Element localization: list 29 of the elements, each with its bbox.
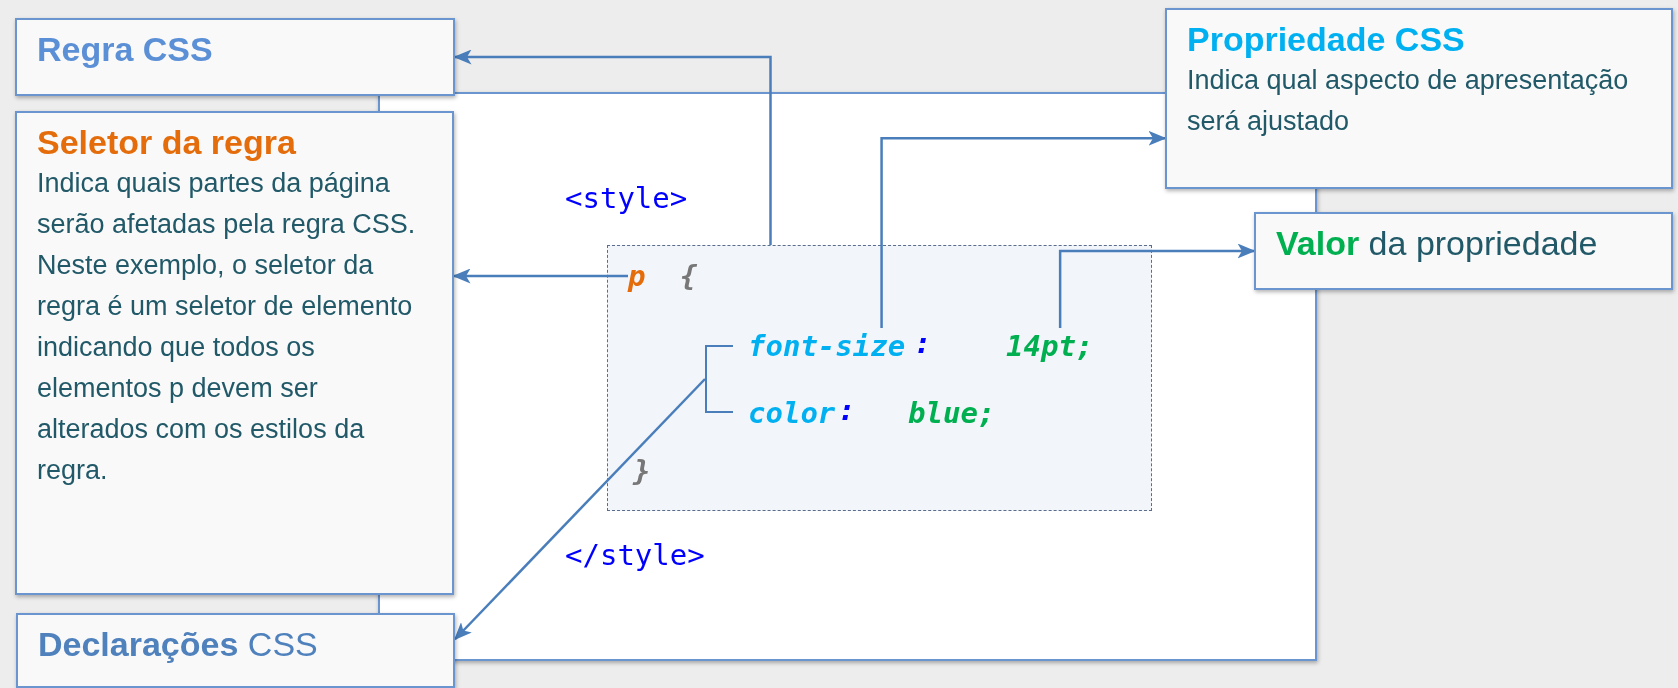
code-brace: { <box>680 258 698 294</box>
code-colon: : <box>914 325 932 361</box>
code-tag: </style> <box>565 537 705 573</box>
leader-line <box>880 130 1167 328</box>
callout-heading: Propriedade CSS <box>1187 19 1466 60</box>
code-text: 14pt; <box>1006 328 1094 364</box>
leader-line <box>453 378 706 641</box>
callout-box <box>16 613 455 688</box>
callout-text: Indica qual aspecto de apresentação será ajustado <box>1187 64 1630 138</box>
callout-box <box>15 18 455 96</box>
leader-line <box>1058 243 1256 328</box>
code-text: color <box>748 395 836 431</box>
code-text: p <box>628 258 646 294</box>
leader-line <box>452 268 628 284</box>
code-text: font-size <box>748 328 906 364</box>
leader-line <box>453 49 772 245</box>
code-brace: } <box>633 453 651 489</box>
callout-box <box>1165 8 1673 189</box>
code-colon: : <box>838 392 856 428</box>
callout-text: Indica quais partes da página serão afetadas pela regra CSS. Neste exemplo, o seletor da regra é um seletor de elemento indicando que todos os elementos p devem ser alterados com os estilos da regra. <box>37 167 417 487</box>
callout-heading: Seletor da regra <box>37 122 297 163</box>
callout-box <box>15 111 454 595</box>
callout-heading: Regra CSS <box>37 29 214 70</box>
code-block <box>607 245 1152 511</box>
callout-heading: Valor da propriedade <box>1276 223 1599 264</box>
code-text: blue; <box>908 395 996 431</box>
callout-heading: Declarações CSS <box>38 624 319 665</box>
callout-box <box>1254 212 1673 290</box>
code-tag: <style> <box>565 180 688 216</box>
